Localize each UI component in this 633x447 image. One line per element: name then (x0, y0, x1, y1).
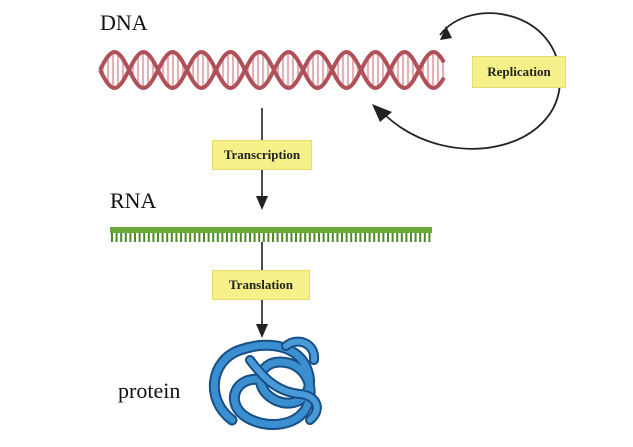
rna-label: RNA (110, 188, 157, 213)
transcription-arrowhead (256, 196, 268, 210)
translation-box: Translation (212, 270, 310, 300)
dna-label: DNA (100, 10, 148, 35)
protein-label: protein (118, 378, 181, 403)
replication-box: Replication (472, 56, 566, 88)
translation-arrowhead (256, 324, 268, 338)
rna-strand (110, 227, 432, 242)
dna-backbone-strand (98, 49, 446, 91)
transcription-box: Transcription (212, 140, 312, 170)
protein-structure (208, 336, 322, 430)
rna-backbone (110, 227, 432, 233)
replication-top-arrowhead (440, 26, 452, 40)
replication-arrowhead (372, 104, 392, 122)
dna-double-helix (98, 49, 446, 91)
